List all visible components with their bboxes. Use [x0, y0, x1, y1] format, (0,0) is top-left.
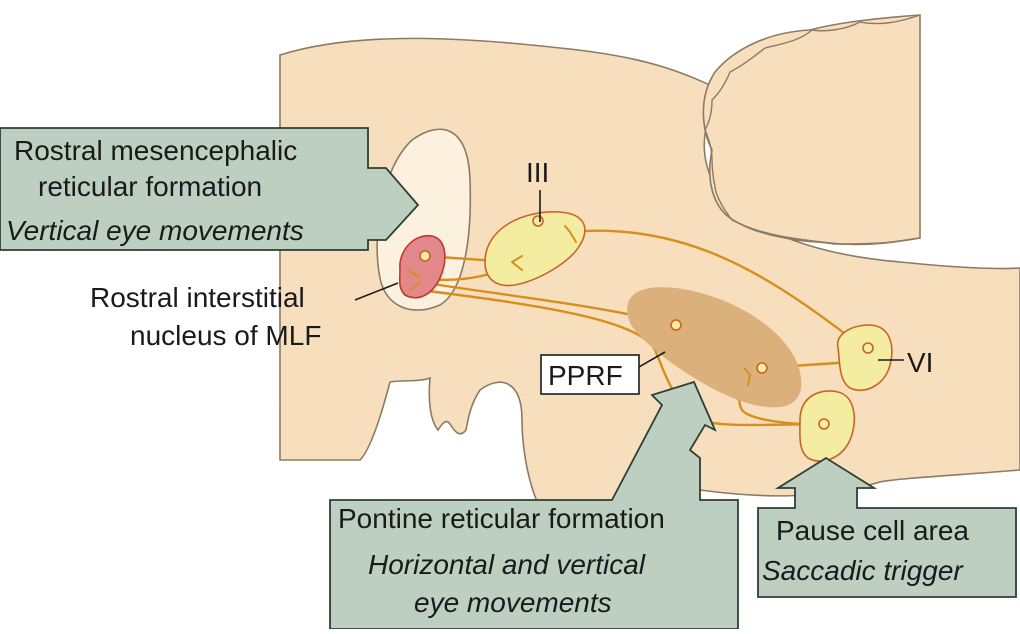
leader-riMLF [354, 282, 399, 301]
cerebellum [702, 14, 921, 246]
pprf-label: PPRF [548, 360, 623, 391]
prf-label-line1: Pontine reticular formation [338, 503, 665, 534]
soma-dots [419, 215, 874, 430]
cerebellum-folia [704, 14, 921, 245]
soma-pause [818, 418, 830, 430]
pprf-label-box [540, 354, 640, 395]
pprf-shape [627, 287, 802, 408]
soma-pprf-2 [756, 362, 768, 374]
prf-label-line3: eye movements [414, 587, 612, 618]
rmrf-callout-shape [0, 127, 420, 251]
terminal-III-b [564, 225, 577, 243]
fiber-terminals [407, 225, 751, 386]
fiber-riMLF-to-pontine [418, 288, 826, 427]
riMLF-label-line2: nucleus of MLF [130, 320, 321, 351]
soma-pprf [670, 319, 682, 331]
rmrf-label-line2: reticular formation [38, 171, 262, 202]
soma-III [532, 215, 544, 227]
rmrf-label-line3: Vertical eye movements [6, 215, 304, 246]
pause-label-line2: Saccadic trigger [762, 555, 964, 586]
rmrf-label-line1: Rostral mesencephalic [14, 135, 297, 166]
riMLF-shape [398, 234, 446, 299]
terminal-riMLF [407, 269, 421, 291]
riMLF-label-line1: Rostral interstitial [90, 282, 305, 313]
prf-label-line2: Horizontal and vertical [368, 549, 646, 580]
nucleus-III-label: III [526, 157, 549, 188]
soma-VI [862, 342, 874, 354]
nucleus-III-shape [484, 211, 586, 287]
pause-callout-shape [757, 456, 1017, 598]
prf-callout-shape [329, 380, 739, 630]
terminal-pprf [743, 367, 751, 386]
nucleus-VI-shape [836, 324, 893, 391]
pause-label-line1: Pause cell area [776, 515, 969, 546]
nucleus-VI-label: VI [907, 347, 933, 378]
terminal-III-a [511, 255, 523, 271]
soma-riMLF [419, 250, 431, 262]
